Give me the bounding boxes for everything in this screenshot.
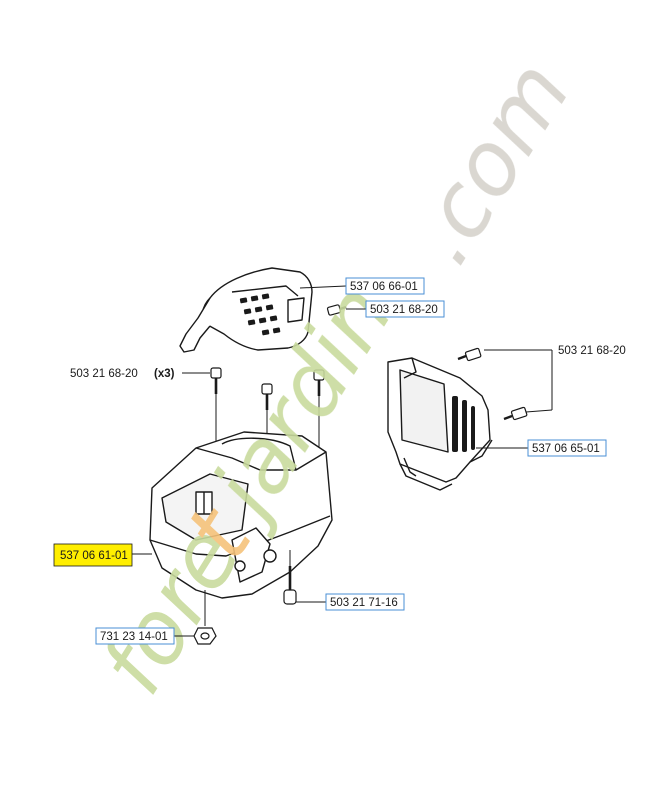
right-housing-part (387, 357, 493, 491)
nut-label: 731 23 14-01 (100, 631, 168, 643)
right-housing-label: 537 06 65-01 (532, 443, 600, 455)
top-screw-label: 503 21 68-20 (370, 304, 438, 316)
leader-lines (132, 285, 553, 637)
watermark-text-domain: .com (388, 43, 590, 281)
main-cover-label: 537 06 61-01 (60, 550, 128, 562)
main-cover-part (149, 431, 333, 599)
right-upper-screw (457, 347, 482, 362)
right-housing-label-box (527, 439, 607, 457)
left-screw-3 (313, 369, 325, 396)
cover-vent-slots (239, 293, 281, 336)
nut-label-box (95, 627, 175, 645)
top-cover-label: 537 06 66-01 (350, 281, 418, 293)
top-cover-part (179, 267, 313, 353)
right-screw-label: 503 21 68-20 (558, 345, 626, 357)
main-cover-highlight (53, 543, 133, 567)
top-screw (326, 304, 347, 316)
left-screw-2 (261, 383, 273, 410)
bottom-screw (283, 566, 297, 605)
right-lower-screw (503, 406, 528, 421)
top-cover-label-box (345, 277, 425, 295)
left-screws-qty: (x3) (154, 368, 175, 380)
left-screw-1 (210, 367, 222, 394)
left-screws-label: 503 21 68-20 (70, 368, 138, 380)
housing-fins (452, 396, 475, 452)
bottom-screw-label-box (325, 593, 405, 611)
nut (193, 627, 217, 645)
top-screw-label-box (365, 300, 445, 318)
bottom-screw-label: 503 21 71-16 (330, 597, 398, 609)
